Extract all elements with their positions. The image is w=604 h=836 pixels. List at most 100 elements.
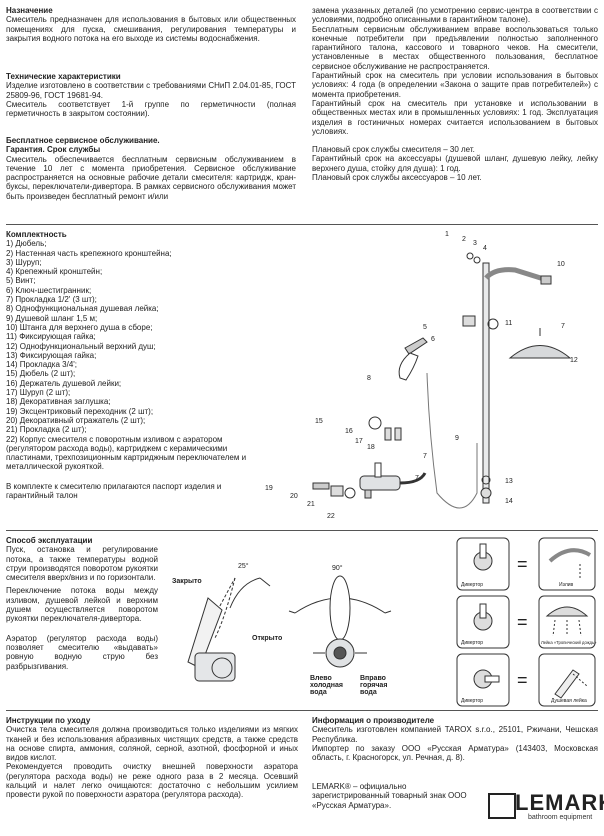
kit-item: 19) Эксцентриковый переходник (2 шт); xyxy=(6,406,154,416)
operation-p1: Пуск, остановка и регулирование потока, … xyxy=(6,545,158,583)
callout-number: 10 xyxy=(557,261,565,268)
eq-3: = xyxy=(517,670,528,690)
callout-number: 15 xyxy=(315,418,323,425)
callout-number: 9 xyxy=(455,435,459,442)
mixer-body xyxy=(359,475,401,491)
warranty-p2: Бесплатным сервисным обслуживанием вправ… xyxy=(312,24,598,71)
kit-item: 16) Держатель душевой лейки; xyxy=(6,378,122,388)
angle-90: 90° xyxy=(332,564,343,572)
purpose-text: Смеситель предназначен для использования… xyxy=(6,15,296,43)
callout-number: 11 xyxy=(505,320,512,327)
callout-number: 19 xyxy=(265,485,273,492)
guarantee-title: Гарантия. Срок службы xyxy=(6,145,101,155)
closed-label: Закрыто xyxy=(172,578,202,585)
tech-title: Технические характеристики xyxy=(6,72,121,81)
kit-item: 1) Дюбель; xyxy=(6,239,47,249)
logo-box xyxy=(488,793,516,819)
shower-rail xyxy=(482,262,490,504)
kit-item: 2) Настенная часть крепежного кронштейна… xyxy=(6,248,172,258)
callout-number: 22 xyxy=(327,513,335,520)
spout-label: Излив xyxy=(559,582,574,588)
kit-note: В комплекте к смесителю прилагаются пасп… xyxy=(6,481,222,501)
callout-number: 3 xyxy=(473,240,477,247)
callout-number: 8 xyxy=(367,375,371,382)
open-label: Открыто xyxy=(252,635,282,642)
callout-number: 2 xyxy=(462,236,466,243)
operation-title: Способ эксплуатации xyxy=(6,536,93,545)
operation-section: Способ эксплуатации Пуск, остановка и ре… xyxy=(6,536,158,671)
kit-item: 10) Штанга для верхнего душа в сборе; xyxy=(6,322,153,332)
eq-2: = xyxy=(517,612,528,632)
divider-3 xyxy=(6,710,598,711)
kit-item: 13) Фиксирующая гайка; xyxy=(6,350,97,360)
kit-item: 3) Шуруп; xyxy=(6,257,42,267)
callout-number: 17 xyxy=(355,438,363,445)
callout-number: 1 xyxy=(445,231,449,238)
callout-number: 18 xyxy=(367,444,375,451)
callout-number: 7 xyxy=(561,323,565,330)
top-arm xyxy=(484,267,548,283)
lemark-logo: LEMARK bathroom equipment xyxy=(488,791,604,825)
warranty-p1: замена указанных деталей (по усмотрению … xyxy=(312,6,598,25)
callout-number: 16 xyxy=(345,428,353,435)
callout-number: 7 xyxy=(423,453,427,460)
service-section: Бесплатное сервисное обслуживание. Гаран… xyxy=(6,136,296,201)
trademark-text: LEMARK® – официально зарегистрированный … xyxy=(312,782,482,810)
kit-section: Комплектность 1) Дюбель;2) Настенная час… xyxy=(6,230,256,500)
overhead-shower xyxy=(508,345,572,359)
kit-item: 22) Корпус смесителя с поворотным изливо… xyxy=(6,434,247,472)
service-text: Смеситель обеспечивается бесплатным серв… xyxy=(6,154,296,201)
kit-item: 11) Фиксирующая гайка; xyxy=(6,332,96,342)
callout-number: 21 xyxy=(307,501,315,508)
manufacturer-text: Смеситель изготовлен компанией TAROX s.r… xyxy=(312,725,598,763)
manufacturer-section: Информация о производителе Смеситель изг… xyxy=(312,716,598,762)
hose xyxy=(426,372,478,509)
hand-shower xyxy=(398,352,419,381)
diverter-label-3: Дивертор xyxy=(461,698,483,704)
manufacturer-title: Информация о производителе xyxy=(312,716,435,725)
kit-item: 6) Ключ-шестигранник; xyxy=(6,285,92,295)
divider-1 xyxy=(6,224,598,225)
kit-item: 14) Прокладка 3/4'; xyxy=(6,360,78,370)
warranty-section: замена указанных деталей (по усмотрению … xyxy=(312,6,598,182)
logo-text: LEMARK xyxy=(515,790,604,815)
trademark-line: LEMARK® – официально зарегистрированный … xyxy=(312,782,467,810)
kit-item: 21) Прокладка (2 шт); xyxy=(6,425,87,435)
kit-item: 8) Однофункциональная душевая лейка; xyxy=(6,304,159,314)
tech-text-1: Изделие изготовлено в соответствии с тре… xyxy=(6,81,296,100)
eq-1: = xyxy=(517,554,528,574)
warranty-p4: Гарантийный срок на смеситель при устано… xyxy=(312,98,598,136)
callout-number: 4 xyxy=(483,245,487,252)
diverter-label-2: Дивертор xyxy=(461,640,483,646)
callout-number: 6 xyxy=(431,336,435,343)
warranty-p3: Гарантийный срок на смеситель при услови… xyxy=(312,71,598,99)
callout-number: 13 xyxy=(505,478,513,485)
kit-item: 12) Однофункциональный верхний душ; xyxy=(6,341,156,351)
logo-sub: bathroom equipment xyxy=(528,814,593,821)
kit-item: 18) Декоративная заглушка; xyxy=(6,397,111,407)
kit-list: 1) Дюбель;2) Настенная часть крепежного … xyxy=(6,239,256,471)
care-title: Инструкции по уходу xyxy=(6,716,91,725)
operation-p2: Переключение потока воды между изливом, … xyxy=(6,586,158,624)
warranty-p6: Гарантийный срок на аксессуары (душевой … xyxy=(312,154,598,173)
tech-section: Технические характеристики Изделие изгот… xyxy=(6,72,296,118)
care-text: Очистка тела смесителя должна производит… xyxy=(6,725,298,800)
diverter-grid: Дивертор Дивертор Дивертор = = = Излив Л… xyxy=(456,537,597,707)
callout-number: 12 xyxy=(570,357,578,364)
angle-25: 25° xyxy=(238,562,249,570)
callout-number: 14 xyxy=(505,498,513,505)
kit-item: 7) Прокладка 1/2' (3 шт); xyxy=(6,295,97,305)
callout-number: 7 xyxy=(415,475,419,482)
kit-item: 5) Винт; xyxy=(6,276,36,286)
callout-number: 20 xyxy=(290,493,298,500)
kit-item: 4) Крепежный кронштейн; xyxy=(6,267,103,277)
purpose-section: Назначение Смеситель предназначен для ис… xyxy=(6,6,296,43)
purpose-title: Назначение xyxy=(6,6,53,15)
kit-item: 15) Дюбель (2 шт); xyxy=(6,369,76,379)
diverter-label-1: Дивертор xyxy=(461,582,483,588)
